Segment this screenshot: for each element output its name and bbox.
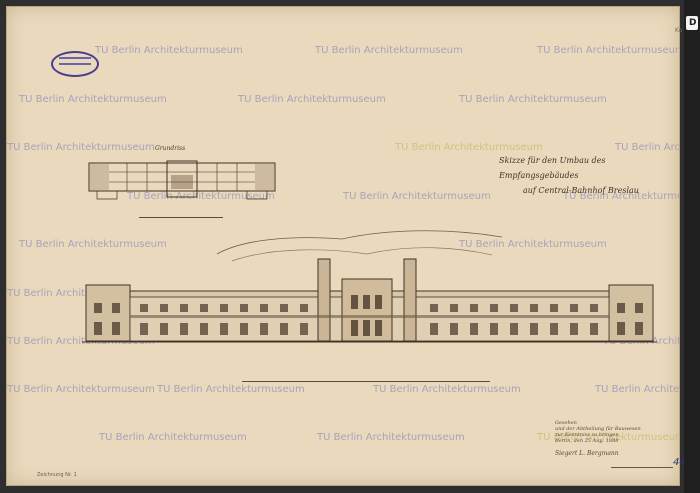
plan-title: Grundriss <box>155 145 186 152</box>
watermark: TU Berlin Architekturmuseum <box>127 191 275 202</box>
building-elevation-drawing <box>82 230 657 343</box>
watermark: TU Berlin Architekturmuseum <box>315 45 463 56</box>
watermark: TU Berlin Architekturmuseum <box>7 288 155 299</box>
watermark: TU Berlin Architekturmuseum <box>238 94 386 105</box>
watermark: TU Berlin Architekturmuseum <box>95 45 243 56</box>
watermark: TU Berlin Architekturmuseum <box>343 191 491 202</box>
signature-line: Berlin, den 25 Aug. 1888 <box>555 438 619 444</box>
signature-line: und der Abtheilung für Bauwesen <box>555 426 641 432</box>
signature-names: Siegert L. Bergmann <box>555 450 619 457</box>
watermark: TU Berlin Architekturmuseum <box>157 384 305 395</box>
watermark: TU Berlin Architekturmuseum <box>7 142 155 153</box>
elevation-scale <box>242 381 490 382</box>
watermark: TU Berlin Architekturmuseum <box>373 384 521 395</box>
watermark: TU Berlin Architekturmuseum <box>459 239 607 250</box>
viewer-toolbar-icon[interactable] <box>686 16 698 30</box>
signature-mark <box>611 455 673 468</box>
architectural-drawing-sheet: TU Berlin Architekturmuseum TU Berlin Ar… <box>6 6 680 486</box>
floor-plan-drawing <box>88 160 276 200</box>
watermark: TU Berlin Architekturmuseum <box>537 432 680 443</box>
watermark: TU Berlin Architekturmuseum <box>537 45 680 56</box>
watermark: TU Berlin Architekturmuseum <box>7 336 155 347</box>
watermark: TU Berlin Architekturmuseum <box>563 191 679 202</box>
signature-line: zur Kenntniss zu bringen <box>555 432 619 438</box>
drawing-title: Skizze für den Umbau des Empfangsgebäude… <box>499 153 679 198</box>
watermark: TU Berlin Architekturmuseum <box>19 239 167 250</box>
signature-line: Gesehen <box>555 420 577 426</box>
watermark: TU Berlin Architekturmuseum <box>317 432 465 443</box>
drawing-title-line-2: auf Central-Bahnhof Breslau <box>523 186 639 195</box>
watermark: TU Berlin Architekturmuseum <box>19 94 167 105</box>
signature-block: Gesehen und der Abtheilung für Bauwesen … <box>555 420 675 457</box>
watermark: TU Berlin Architekturmuseum <box>595 384 680 395</box>
viewer-toolbar-label: D <box>689 18 697 28</box>
viewer-toolbar-edge <box>684 0 700 493</box>
watermark: TU Berlin Architekturmuseum <box>459 94 607 105</box>
left-note: Zeichnung Nr. 1 <box>37 472 77 478</box>
drawing-title-line-1: Skizze für den Umbau des Empfangsgebäude… <box>499 156 606 180</box>
watermark: TU Berlin Architekturmuseum <box>615 142 680 153</box>
watermark: TU Berlin Architekturmuseum <box>99 432 247 443</box>
museum-stamp <box>51 51 99 77</box>
plan-scale <box>139 217 223 218</box>
watermark: TU Berlin Architekturmuseum <box>395 142 543 153</box>
watermark: TU Berlin Architekturmuseum <box>7 384 155 395</box>
corner-text: Ko <box>675 27 683 34</box>
